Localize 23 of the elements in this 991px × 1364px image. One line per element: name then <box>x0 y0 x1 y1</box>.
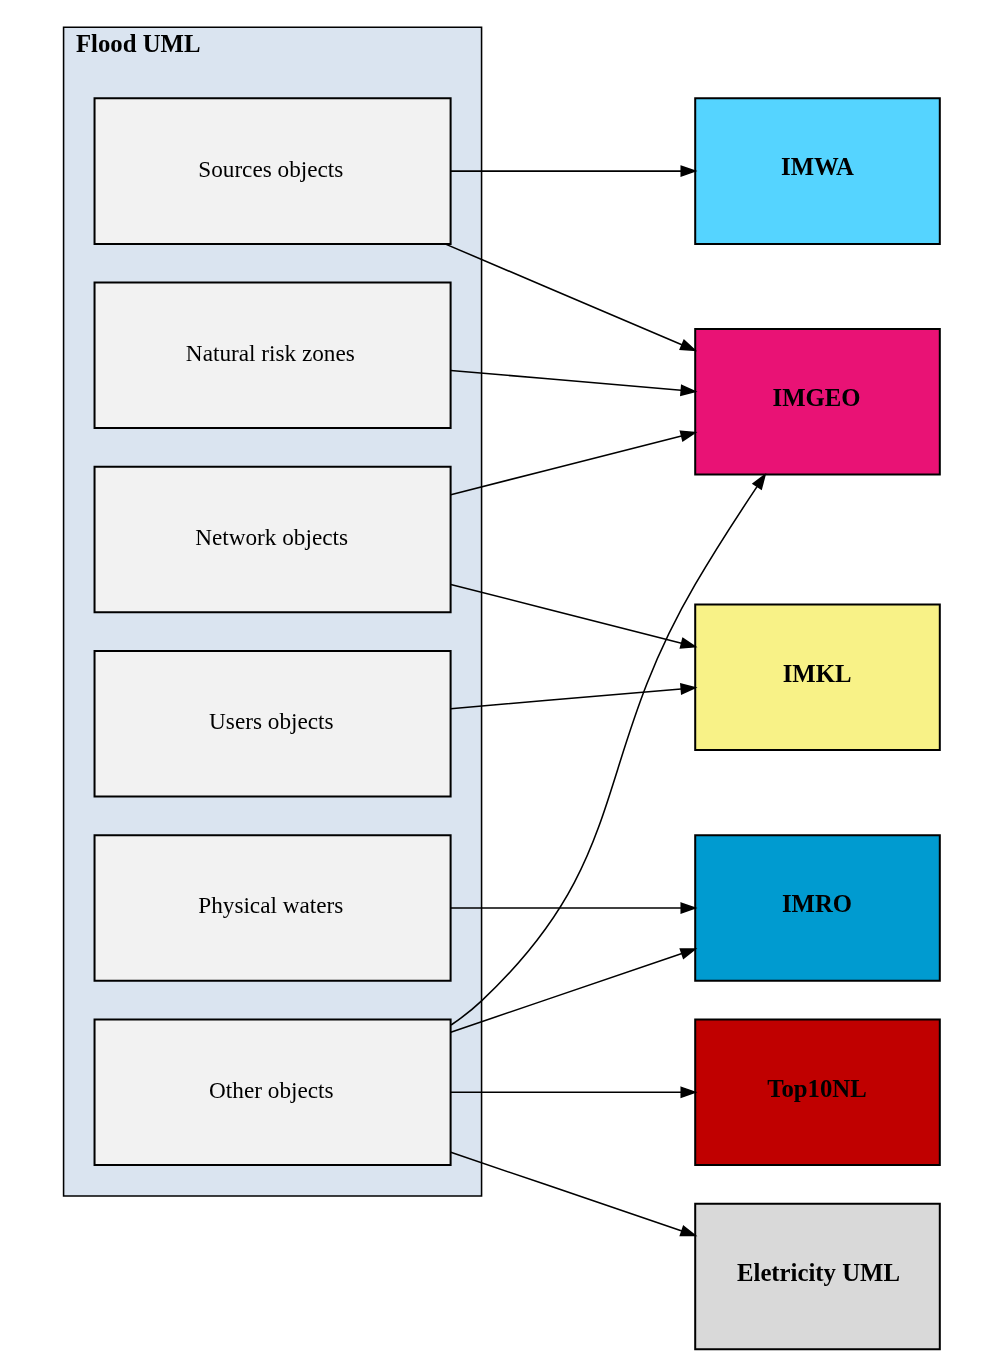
node-box: Top10NL <box>694 1018 941 1166</box>
node-box: IMRO <box>694 834 941 982</box>
node-box: Users objects <box>93 650 452 798</box>
node-box: Other objects <box>93 1018 452 1166</box>
node-box: IMGEO <box>694 328 941 476</box>
arrow <box>450 1086 698 1099</box>
arrow <box>450 948 698 1033</box>
arrow <box>450 165 698 178</box>
arrow <box>450 369 698 397</box>
node-box: Physical waters <box>93 834 452 982</box>
arrow <box>450 583 698 649</box>
node-box: Natural risk zones <box>93 281 452 430</box>
arrow <box>450 472 767 1026</box>
arrow <box>450 430 698 496</box>
arrow <box>450 902 698 914</box>
arrow <box>444 243 698 352</box>
arrow <box>450 1151 698 1237</box>
node-box: Network objects <box>93 465 452 614</box>
arrow <box>450 683 698 710</box>
node-box: Eletricity UML <box>694 1202 941 1351</box>
node-box: IMWA <box>694 97 941 245</box>
node-box: IMKL <box>694 603 941 752</box>
node-box: Sources objects <box>93 97 452 245</box>
